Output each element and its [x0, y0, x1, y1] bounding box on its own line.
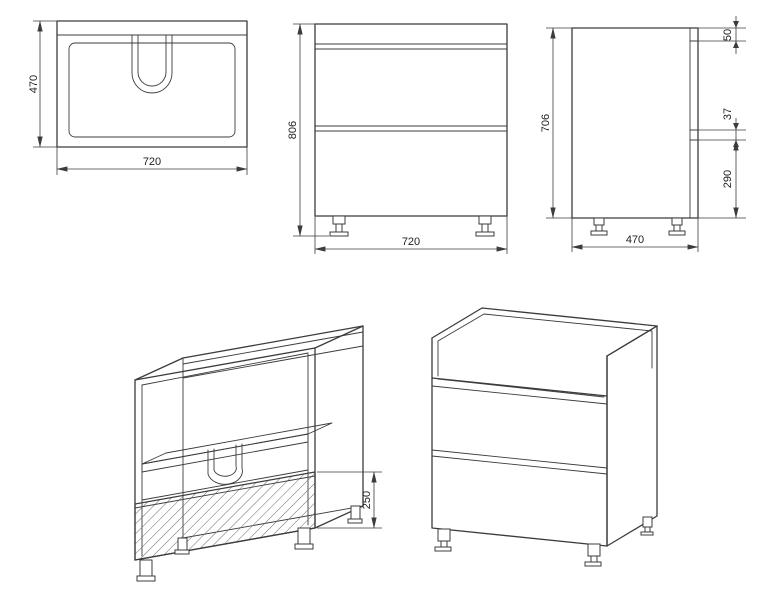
dimension-label: 706	[540, 114, 552, 132]
dimension-470-top: 470	[28, 20, 57, 148]
dimension-706: 706	[540, 27, 572, 219]
side-view: 706 470 50 37 290	[540, 16, 746, 252]
dimension-label: 290	[722, 170, 734, 188]
dimension-label: 470	[626, 234, 644, 246]
dimension-label: 806	[287, 121, 299, 139]
front-view-outline	[314, 23, 508, 217]
dimension-806: 806	[287, 23, 329, 237]
dimension-250: 250	[317, 471, 382, 529]
cabinet-body	[431, 307, 658, 547]
top-view-outline	[56, 20, 248, 148]
siphon-bracket-outer	[207, 443, 243, 485]
side-view-legs	[590, 217, 686, 236]
dimension-label: 50	[722, 29, 734, 41]
side-view-outline	[571, 27, 699, 219]
carcass-outline	[134, 325, 364, 561]
drawer-fronts	[431, 385, 608, 475]
dimension-label: 470	[28, 75, 40, 93]
iso-closed-legs	[434, 516, 654, 567]
dimension-720-front: 720	[314, 216, 508, 254]
drawer-box-hatched	[134, 469, 316, 561]
dimension-label: 720	[143, 156, 161, 168]
sink-support-board	[141, 422, 333, 485]
sink-cutout-outer	[131, 34, 173, 94]
iso-open-legs	[136, 505, 363, 582]
dimension-50: 50	[698, 16, 746, 54]
iso-open-view: 250	[134, 325, 382, 582]
dimension-290: 290	[698, 139, 746, 219]
sink-cutout-inner	[137, 34, 167, 87]
siphon-bracket-inner	[213, 444, 237, 477]
dimension-label: 250	[361, 491, 373, 509]
dimension-470-side: 470	[571, 218, 699, 252]
dimension-label: 720	[402, 236, 420, 248]
dimension-37: 37	[698, 108, 746, 152]
iso-closed-view	[431, 307, 658, 567]
dimension-720-top: 720	[56, 147, 248, 175]
top-view: 470 720	[28, 20, 248, 175]
front-view-legs	[329, 215, 495, 237]
front-view: 806 720	[287, 23, 508, 254]
dimension-label: 37	[722, 108, 734, 120]
